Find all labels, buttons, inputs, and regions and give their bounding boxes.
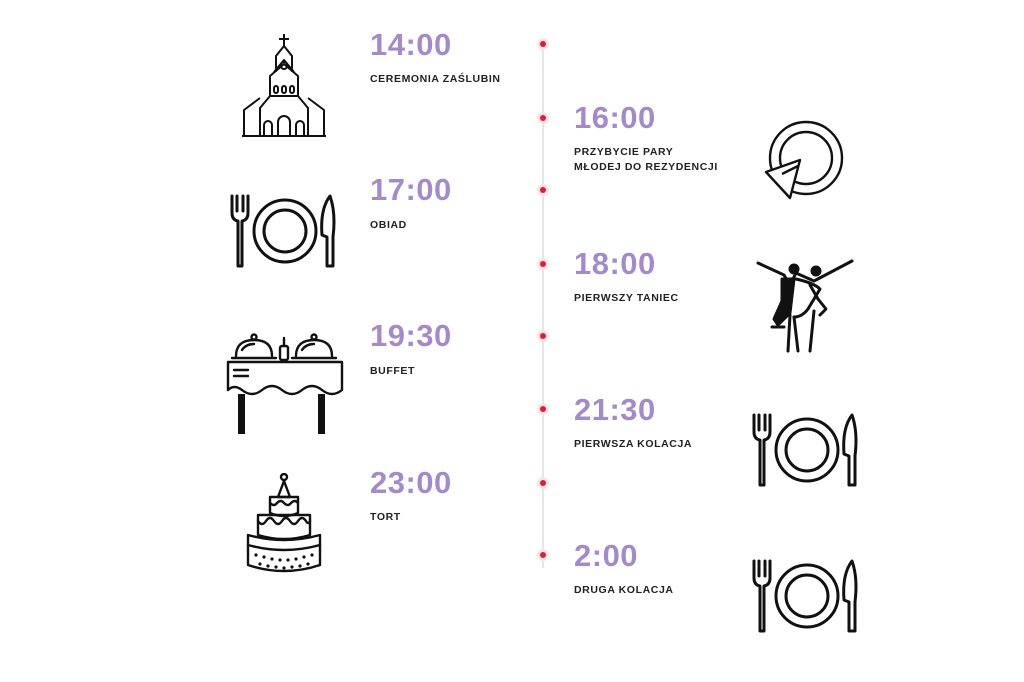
church-icon <box>240 32 328 140</box>
timeline-dot <box>540 187 546 193</box>
event-time: 17:00 <box>370 172 452 207</box>
timeline-dot <box>540 115 546 121</box>
buffet-table-icon <box>224 332 346 438</box>
event-time: 19:30 <box>370 318 452 353</box>
dinner-icon <box>228 193 340 269</box>
event-label: PIERWSZY TANIEC <box>574 292 679 304</box>
event-time: 18:00 <box>574 246 656 281</box>
timeline-dot <box>540 406 546 412</box>
event-label: BUFFET <box>370 365 416 377</box>
compass-icon <box>762 118 846 202</box>
event-label: OBIAD <box>370 219 407 231</box>
event-label: PRZYBYCIE PARY MŁODEJ DO REZYDENCJI <box>574 146 718 173</box>
event-label: PIERWSZA KOLACJA <box>574 438 693 450</box>
timeline-dot <box>540 261 546 267</box>
timeline-line <box>542 38 544 568</box>
dinner-icon <box>750 412 862 488</box>
event-time: 14:00 <box>370 27 452 62</box>
event-time: 23:00 <box>370 465 452 500</box>
event-time: 2:00 <box>574 538 639 573</box>
timeline-dot <box>540 333 546 339</box>
event-time: 21:30 <box>574 392 656 427</box>
event-time: 16:00 <box>574 100 656 135</box>
event-label: TORT <box>370 511 401 523</box>
dancing-couple-icon <box>754 255 858 355</box>
timeline-dot <box>540 480 546 486</box>
dinner-icon <box>750 558 862 634</box>
timeline-dot <box>540 41 546 47</box>
timeline-dot <box>540 552 546 558</box>
event-label: DRUGA KOLACJA <box>574 584 674 596</box>
event-label: CEREMONIA ZAŚLUBIN <box>370 73 501 85</box>
cake-icon <box>244 473 324 575</box>
